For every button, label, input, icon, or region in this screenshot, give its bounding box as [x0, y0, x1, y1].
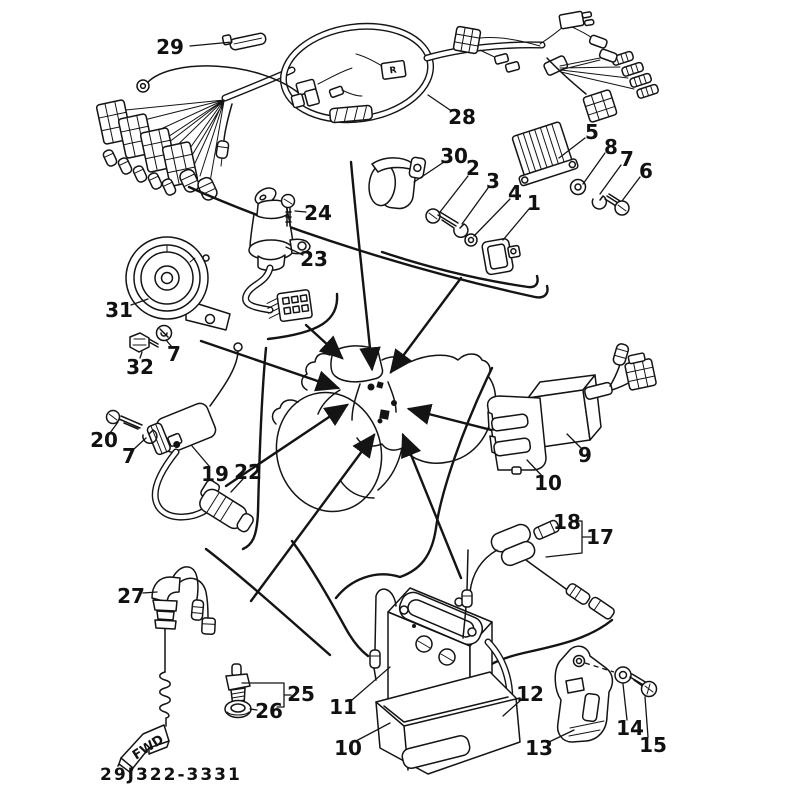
fuse-18 [533, 519, 560, 540]
cdi-bullet-connector [612, 343, 630, 366]
harness-tape-wrap [329, 104, 373, 124]
part-callout-3: 3 [486, 169, 500, 193]
spring-washer-7c [142, 429, 158, 445]
part-callout-10: 10 [534, 471, 562, 495]
part-callout-25: 25 [287, 682, 315, 706]
footer-part-code: 29J322-3331 [100, 765, 242, 785]
horn [125, 236, 231, 331]
spring-washer-7b [155, 324, 173, 342]
part-callout-26: 26 [255, 699, 283, 723]
spring-washer-3 [453, 223, 469, 239]
engine-outline [271, 345, 497, 513]
part-callout-20: 20 [90, 428, 118, 452]
part-callout-14: 14 [616, 716, 644, 740]
part-callout-4: 4 [508, 181, 522, 205]
fuse-holder-assembly [469, 523, 615, 620]
part-callout-17: 17 [586, 525, 614, 549]
ignition-switch [242, 187, 313, 323]
harness-block-connectors-left [95, 99, 199, 187]
part-callout-6: 6 [639, 159, 653, 183]
gasket-26 [224, 699, 252, 719]
harness-left-fan [125, 99, 225, 183]
washer-4 [464, 233, 478, 247]
cdi-holder [486, 395, 547, 475]
r-marked-connector: R [380, 59, 407, 80]
part-callout-5: 5 [585, 120, 599, 144]
harness-right-fan [452, 10, 659, 123]
part-callout-2: 2 [466, 156, 480, 180]
part-callout-19: 19 [201, 462, 229, 486]
part-callout-30: 30 [440, 144, 468, 168]
part-callout-11: 11 [329, 695, 357, 719]
part-callout-24: 24 [304, 201, 332, 225]
part-callout-7: 7 [620, 147, 634, 171]
screw-2 [425, 208, 459, 229]
washer-14 [614, 666, 632, 684]
rectifier-regulator [511, 121, 579, 187]
part-callout-13: 13 [525, 736, 553, 760]
wire-harness: R [95, 10, 659, 201]
part-callout-31: 31 [105, 298, 133, 322]
part-callout-7: 7 [122, 444, 136, 468]
bolt-32 [129, 332, 159, 353]
part-callout-10: 10 [334, 736, 362, 760]
part-callout-8: 8 [604, 135, 618, 159]
part-callout-12: 12 [516, 682, 544, 706]
harness-ring-terminal-wire [136, 65, 301, 95]
harness-bullet-terminals-left [102, 149, 218, 201]
part-callout-27: 27 [117, 584, 145, 608]
harness-loop-connectors: R [290, 53, 407, 109]
part-callout-9: 9 [578, 443, 592, 467]
part-callout-32: 32 [126, 355, 154, 379]
spark-plug-cap [199, 479, 254, 533]
part-callout-18: 18 [553, 510, 581, 534]
part-callout-28: 28 [448, 105, 476, 129]
connector-r-mark: R [389, 66, 397, 77]
battery-case [375, 671, 521, 775]
oil-level-gauge [151, 566, 217, 727]
part-callout-7: 7 [167, 342, 181, 366]
part-callout-29: 29 [156, 35, 184, 59]
screw-15 [629, 673, 658, 698]
cdi-unit [527, 343, 657, 449]
callout-leaders [109, 41, 649, 743]
part-callout-22: 22 [234, 460, 262, 484]
flasher-relay [368, 156, 427, 210]
part-callout-15: 15 [639, 733, 667, 757]
ignition-coil [146, 342, 243, 521]
screw-24 [280, 193, 296, 227]
cdi-block-connector [624, 352, 657, 391]
harness-block-connector-right [582, 89, 618, 123]
screw-20 [105, 409, 143, 430]
relay-unit-1 [481, 238, 521, 276]
battery-bracket [554, 645, 615, 743]
harness-hanging-bullet [215, 103, 233, 167]
switch-connector [266, 289, 313, 323]
part-callout-23: 23 [300, 247, 328, 271]
part-callout-1: 1 [527, 191, 541, 215]
washer-8 [569, 178, 587, 196]
